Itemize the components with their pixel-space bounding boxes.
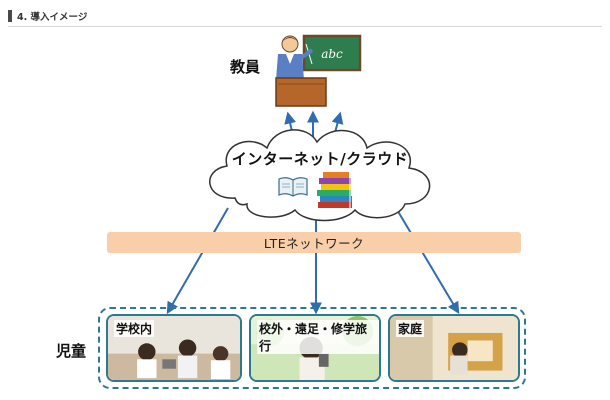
place-school: 学校内 [106, 314, 242, 382]
arrow-to-school [166, 207, 229, 315]
place-outdoor-label: 校外・遠足・修学旅行 [257, 320, 379, 354]
section-heading: 4. 導入イメージ [8, 9, 87, 23]
blackboard-text: abc [321, 47, 343, 61]
children-group-frame [98, 307, 526, 389]
open-book-icon [278, 177, 308, 197]
place-home: 家庭 [388, 314, 520, 382]
teacher-label: 教員 [230, 58, 261, 76]
place-school-label: 学校内 [114, 320, 155, 337]
heading-divider [8, 26, 602, 27]
arrow-to-home [395, 207, 460, 315]
place-outdoor: 校外・遠足・修学旅行 [249, 314, 381, 382]
place-home-label: 家庭 [396, 320, 425, 337]
cloud-shape [209, 129, 431, 222]
section-title: 4. 導入イメージ [17, 12, 88, 23]
book-stack-icon [317, 172, 352, 208]
lte-network-label: LTEネットワーク [263, 236, 365, 251]
lte-network-band: LTEネットワーク [107, 232, 521, 253]
children-label: 児童 [56, 342, 87, 360]
teacher-illustration: abc [275, 34, 362, 107]
cloud-label: インターネット/クラウド [231, 150, 409, 168]
section-marker [8, 10, 12, 22]
